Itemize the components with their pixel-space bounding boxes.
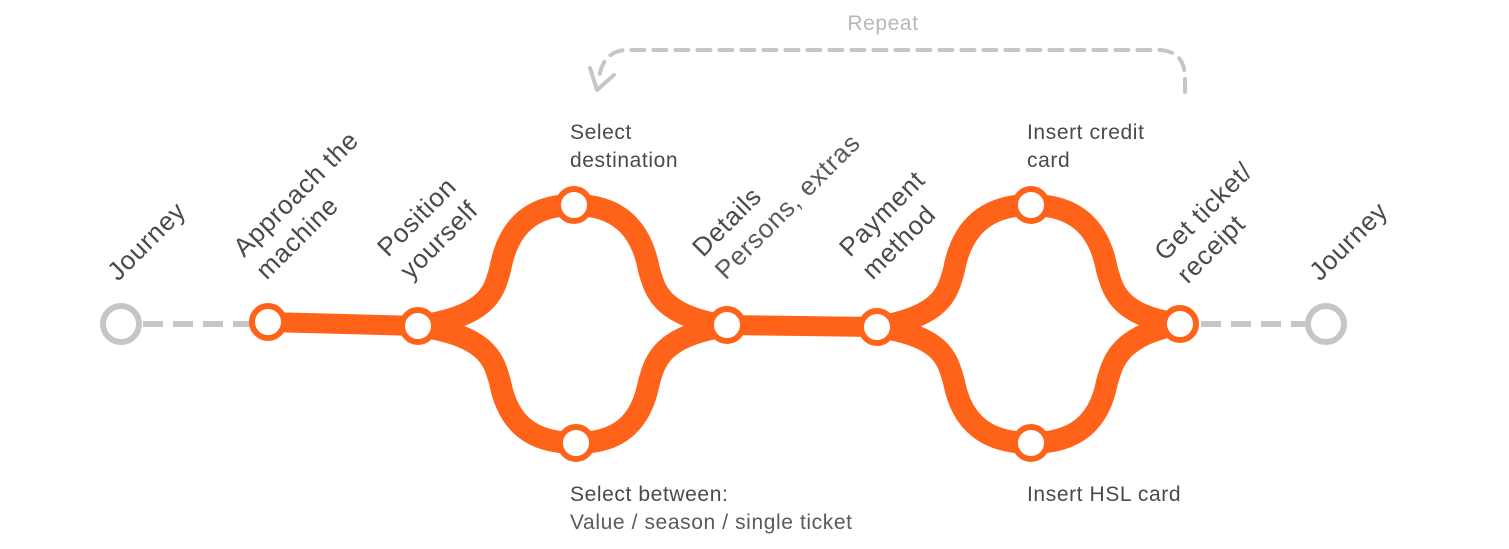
label-journey-end-text: Journey xyxy=(1303,196,1394,287)
repeat-loop: Repeat xyxy=(588,12,1187,94)
label-hsl-card: Insert HSL card xyxy=(1027,483,1181,506)
node-select-destination xyxy=(555,186,593,224)
node-select-between xyxy=(557,424,595,462)
node-payment xyxy=(858,308,896,346)
label-position: Position yourself xyxy=(371,165,490,284)
label-credit-card-line2: card xyxy=(1027,149,1070,172)
label-select-between-line2: Value / season / single ticket xyxy=(570,511,853,534)
node-journey-end xyxy=(1305,303,1347,345)
label-payment: Payment method xyxy=(833,159,959,285)
label-journey-start: Journey xyxy=(101,196,192,287)
label-select-between-line1: Select between: xyxy=(570,483,728,506)
label-credit-card: Insert credit card xyxy=(1027,121,1151,172)
node-credit-card xyxy=(1012,186,1050,224)
label-journey-end: Journey xyxy=(1303,196,1394,287)
label-details: Details Persons, extras xyxy=(686,105,866,285)
node-hsl-card xyxy=(1012,424,1050,462)
repeat-label: Repeat xyxy=(847,12,918,35)
label-select-between: Select between: Value / season / single … xyxy=(570,483,853,534)
node-approach xyxy=(249,303,287,341)
station-nodes xyxy=(100,186,1347,462)
label-get-ticket: Get ticket/ receipt xyxy=(1148,150,1287,289)
track-approach-to-position xyxy=(258,312,428,336)
track-details-to-payment xyxy=(717,315,887,337)
label-credit-card-line1: Insert credit xyxy=(1027,121,1145,144)
node-journey-start xyxy=(100,303,142,345)
label-select-destination: Select destination xyxy=(570,121,678,172)
repeat-arrowhead-icon xyxy=(588,66,616,92)
label-approach: Approach the machine xyxy=(227,119,393,285)
repeat-loop-path xyxy=(597,48,1187,94)
node-get-ticket xyxy=(1161,305,1199,343)
node-details xyxy=(708,306,746,344)
label-select-destination-line1: Select xyxy=(570,121,632,144)
node-position xyxy=(399,307,437,345)
label-journey-start-text: Journey xyxy=(101,196,192,287)
label-select-destination-line2: destination xyxy=(570,149,678,172)
label-hsl-card-text: Insert HSL card xyxy=(1027,483,1181,506)
